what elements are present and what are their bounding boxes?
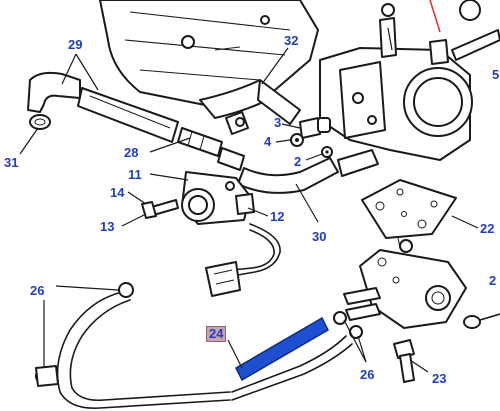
washer [463,313,500,329]
callout-26-right: 26 [360,367,375,382]
fitting-4 [290,133,304,147]
sensor-11 [181,171,255,225]
callout-23: 23 [432,371,447,386]
callout-2: 2 [294,154,302,169]
callout-12: 12 [270,209,285,224]
hose-32 [199,79,301,125]
hose-24-highlighted [235,316,329,382]
red-pointer-line [429,0,441,33]
callout-5: 5 [492,67,500,82]
callout-13: 13 [100,219,115,234]
callout-4: 4 [264,134,272,149]
callout-3: 3 [274,115,282,130]
callout-29: 29 [68,37,83,52]
intake-plenum [99,0,319,109]
gasket-22 [361,179,457,249]
callout-22: 22 [480,221,495,236]
hose-30 [237,149,379,194]
connector-28 [177,111,249,171]
callout-24-highlighted: 24 [206,326,227,342]
callout-14: 14 [110,185,125,200]
fitting-2 [321,146,333,158]
callout-31: 31 [4,155,19,170]
callout-11: 11 [128,167,142,182]
fitting-3 [299,117,331,139]
bolt-13 [141,199,179,219]
throttle-body [319,0,500,161]
leader-lines [19,27,479,373]
callout-30: 30 [312,229,327,244]
callout-26-left: 26 [30,283,45,298]
lower-hose-right [231,311,363,401]
callout-28: 28 [124,145,139,160]
callout-21: 2 [489,273,497,288]
idle-air-valve [343,239,467,329]
clamp-31 [29,114,51,130]
hose-29 [27,71,179,143]
sensor-harness [205,223,281,297]
lower-hose-long [35,282,231,409]
callout-32: 32 [284,33,299,48]
